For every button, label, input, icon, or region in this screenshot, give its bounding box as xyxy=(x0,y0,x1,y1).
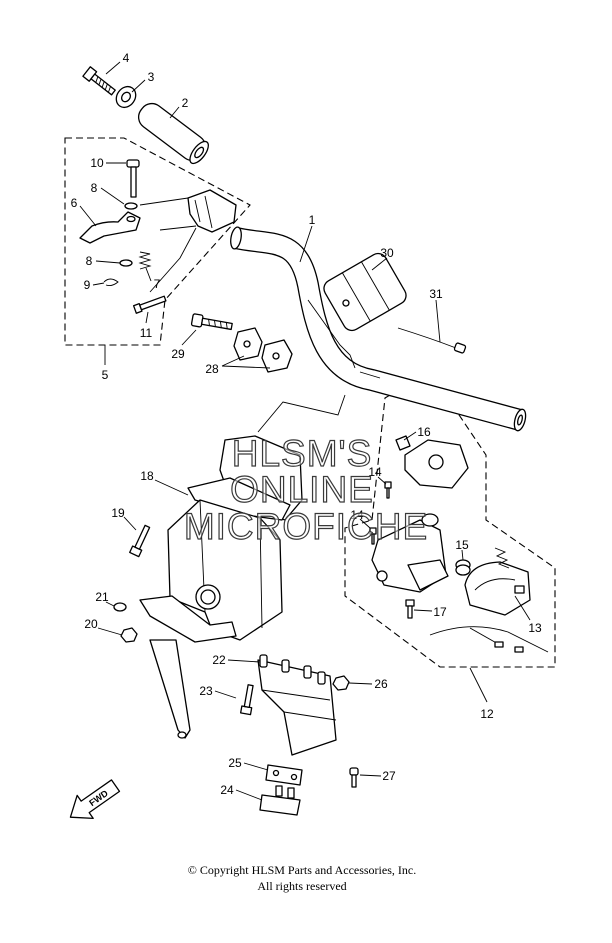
callout-13: 13 xyxy=(528,621,542,635)
part-handlebar xyxy=(230,226,527,432)
part-switch-body xyxy=(371,513,449,593)
callout-15: 15 xyxy=(455,538,469,552)
part-washer-8-lower xyxy=(119,259,133,267)
part-wire-harness xyxy=(429,626,549,653)
guide-lines xyxy=(257,299,381,433)
part-cap-15 xyxy=(455,559,471,576)
callout-21: 21 xyxy=(95,590,109,604)
callout-30: 30 xyxy=(380,246,394,260)
part-spring-13 xyxy=(494,547,510,569)
part-bolt-11 xyxy=(132,295,167,314)
callout-14a: 14 xyxy=(368,465,382,479)
callout-31: 31 xyxy=(429,287,443,301)
callout-28: 28 xyxy=(205,362,219,376)
part-pin-10 xyxy=(126,159,140,198)
part-grip xyxy=(137,102,209,165)
part-bolt-4 xyxy=(82,66,116,96)
callout-12: 12 xyxy=(480,707,494,721)
callout-4: 4 xyxy=(123,51,130,65)
callout-14b: 14 xyxy=(350,508,364,522)
callout-2: 2 xyxy=(182,96,189,110)
part-spring-7 xyxy=(138,251,152,270)
callout-6: 6 xyxy=(71,196,78,210)
part-wire-31 xyxy=(397,327,467,354)
callout-5: 5 xyxy=(102,368,109,382)
callout-17: 17 xyxy=(433,605,447,619)
callout-20: 20 xyxy=(84,617,98,631)
callout-19: 19 xyxy=(111,506,125,520)
callout-25: 25 xyxy=(228,756,242,770)
part-washer-8-upper xyxy=(124,202,138,210)
callout-labels: 4 3 2 10 8 6 8 7 9 11 5 1 30 31 29 28 16… xyxy=(71,51,542,797)
part-nut-26 xyxy=(332,675,350,691)
group-box-5 xyxy=(64,137,251,346)
part-bolt-27 xyxy=(349,767,359,788)
callout-22: 22 xyxy=(212,653,226,667)
copyright-line-1: © Copyright HLSM Parts and Accessories, … xyxy=(188,863,416,877)
part-bolt-23 xyxy=(239,684,254,716)
callout-18: 18 xyxy=(140,469,154,483)
callout-8-upper: 8 xyxy=(91,181,98,195)
part-washer-3 xyxy=(115,85,137,109)
part-washer-21 xyxy=(113,602,127,612)
part-screw-17 xyxy=(405,599,415,619)
callout-27: 27 xyxy=(382,769,396,783)
watermark-line-3: MICROFICHE xyxy=(184,506,428,547)
callout-16: 16 xyxy=(417,425,431,439)
callout-9: 9 xyxy=(84,278,91,292)
part-block-30 xyxy=(323,252,407,332)
leader-lines xyxy=(79,61,531,801)
part-switch-housing-16 xyxy=(395,435,469,489)
part-screw-14a xyxy=(384,481,392,499)
part-bracket-22 xyxy=(257,654,337,756)
callout-3: 3 xyxy=(148,70,155,84)
part-switch-13 xyxy=(464,547,531,616)
callout-24: 24 xyxy=(220,783,234,797)
watermark-line-2: ONLINE xyxy=(230,469,374,510)
part-plate-24 xyxy=(259,785,301,816)
part-screw-14b xyxy=(369,527,377,545)
callout-7: 7 xyxy=(154,277,161,291)
part-nut-20 xyxy=(120,627,138,643)
copyright-line-2: All rights reserved xyxy=(257,879,346,893)
callout-1: 1 xyxy=(309,213,316,227)
fwd-arrow-icon: FWD xyxy=(69,779,121,820)
part-bolt-29 xyxy=(190,313,233,331)
callout-23: 23 xyxy=(199,684,213,698)
callout-10: 10 xyxy=(90,156,104,170)
part-bolt-19 xyxy=(129,524,151,558)
callout-26: 26 xyxy=(374,677,388,691)
callout-29: 29 xyxy=(171,347,185,361)
watermark: HLSM'S ONLINE MICROFICHE xyxy=(183,432,428,547)
callout-8-lower: 8 xyxy=(86,254,93,268)
callout-11: 11 xyxy=(140,326,153,340)
part-housing-18 xyxy=(139,435,303,739)
part-clip-9 xyxy=(103,278,119,287)
watermark-line-1: HLSM'S xyxy=(232,433,373,474)
part-plate-25 xyxy=(265,764,303,786)
